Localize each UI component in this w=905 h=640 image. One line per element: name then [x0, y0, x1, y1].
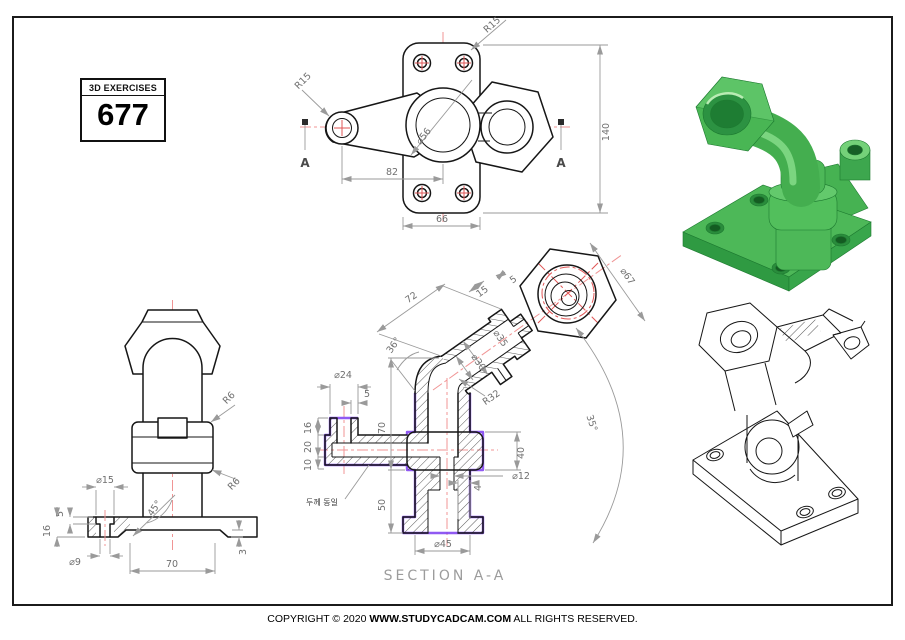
section-label-right: A: [556, 156, 566, 170]
dim-head-od: ⌀35: [490, 328, 509, 349]
top-view: 140 R15 R15 ⌀56 82 66 A A: [293, 15, 612, 230]
dim-head-angle: 36°: [385, 336, 404, 356]
green-part: [682, 76, 872, 292]
dim-bend-r: R32: [481, 388, 503, 408]
dim-arm-offset: 82: [386, 167, 398, 178]
dim-port-h: 16: [303, 422, 314, 434]
copyright-suffix: ALL RIGHTS RESERVED.: [511, 613, 638, 625]
section-cut-markers: A A: [300, 119, 566, 170]
dim-hole-dia: ⌀9: [69, 557, 81, 568]
top-view-geometry: [324, 42, 554, 214]
dim-base-h: 50: [377, 499, 388, 511]
section-label-left: A: [300, 156, 310, 170]
section-geometry: [324, 308, 533, 534]
dim-r15-flange: R15: [482, 15, 503, 36]
dim-fillet-top: R6: [221, 390, 238, 407]
dim-flange-thk: 16: [42, 525, 53, 537]
section-hatching: [325, 356, 483, 533]
exercise-label-box: 3D EXERCISES 677: [80, 78, 166, 142]
rendered-3d-view: [682, 76, 872, 292]
dim-flange-width: 66: [436, 214, 448, 225]
cutaway-wireframe-view: [692, 302, 870, 546]
dim-arm-h: 20: [303, 441, 314, 453]
dim-flange-height: 140: [601, 123, 612, 141]
dim-cbore-dia: ⌀15: [96, 475, 114, 486]
front-geometry: [87, 309, 258, 546]
copyright-line: COPYRIGHT © 2020 WWW.STUDYCADCAM.COM ALL…: [0, 613, 905, 625]
dim-body-h: 70: [377, 422, 388, 434]
drawing-border: [12, 16, 893, 606]
section-title: SECTION A-A: [384, 568, 507, 584]
dim-hex-af: ⌀67: [617, 266, 636, 287]
front-hatching: [88, 517, 130, 537]
thickness-note: 두께 동일: [306, 498, 338, 507]
dim-bore-dia: ⌀12: [512, 471, 530, 482]
dim-rim-thk: 3: [238, 549, 249, 555]
exercise-header: 3D EXERCISES: [82, 80, 164, 96]
copyright-site: WWW.STUDYCADCAM.COM: [369, 613, 512, 625]
dim-port-wall: 5: [364, 389, 370, 400]
dim-port-od: ⌀24: [334, 370, 352, 381]
dim-fillet-bottom: R6: [226, 476, 243, 493]
dim-block-h: 40: [516, 447, 527, 459]
copyright-prefix: COPYRIGHT © 2020: [267, 613, 370, 625]
wireframe-hatch: [779, 319, 821, 343]
dim-sweep-angle: 35°: [584, 414, 600, 433]
hex-detail: [519, 248, 617, 339]
dim-r15-arm: R15: [293, 71, 314, 92]
dim-tube-od: ⌀45: [434, 539, 452, 550]
wireframe-geometry: [692, 302, 870, 546]
dim-arm-wall: 10: [303, 459, 314, 471]
section-view: 72 15 5 36° ⌀35 ⌀30 R32 35° ⌀24 5: [303, 242, 646, 584]
hole-center-marks: [334, 56, 471, 200]
dim-tube-wall: 4: [473, 485, 484, 491]
exercise-number: 677: [97, 97, 149, 132]
dim-hole-span: 70: [166, 559, 178, 570]
dim-cbore-depth: 5: [55, 511, 66, 517]
dim-tip-len: 5: [508, 274, 519, 286]
front-view: ⌀15 5 16 45° R6 R6 3 ⌀9 70: [42, 300, 258, 574]
